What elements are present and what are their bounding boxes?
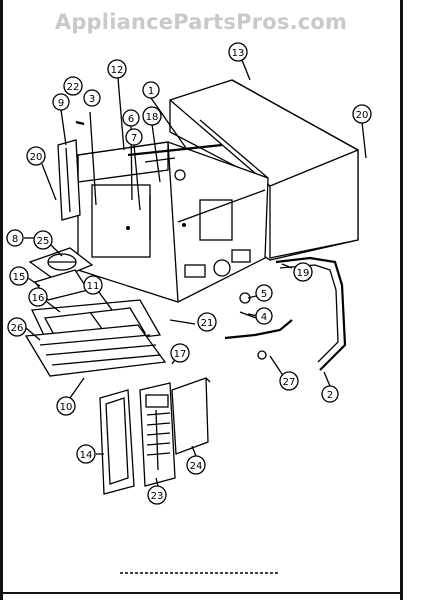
callout-20-left: 20: [30, 152, 43, 163]
callout-22: 22: [67, 82, 80, 93]
left-border: [0, 0, 3, 600]
callout-16: 16: [32, 293, 45, 304]
callout-2: 2: [327, 390, 333, 401]
callout-24: 24: [190, 461, 203, 472]
door-panel: [99, 389, 135, 495]
callout-11: 11: [87, 281, 100, 292]
callout-20-right: 20: [356, 110, 369, 121]
screw-3: [75, 120, 85, 126]
callout-26: 26: [11, 323, 24, 334]
callout-12: 12: [111, 65, 124, 76]
callout-14: 14: [80, 450, 93, 461]
bottom-border: [0, 592, 402, 594]
callout-3: 3: [89, 94, 95, 105]
callout-19: 19: [297, 268, 310, 279]
callout-21: 21: [201, 318, 214, 329]
callout-17: 17: [174, 349, 187, 360]
callout-15: 15: [13, 272, 26, 283]
callout-7: 7: [131, 133, 137, 144]
callout-18: 18: [146, 112, 159, 123]
right-border: [400, 0, 403, 600]
callout-10: 10: [60, 402, 73, 413]
cover-plate: [171, 377, 211, 455]
callout-9: 9: [58, 98, 64, 109]
callout-25: 25: [37, 236, 50, 247]
watermark-text: AppliancePartsPros.com: [54, 10, 348, 34]
callout-labels: 1 2 4 5 6 7 8 9 10 11 12 13 14: [6, 42, 372, 505]
side-panel: [57, 139, 81, 221]
callout-8: 8: [12, 234, 18, 245]
callout-5: 5: [261, 289, 267, 300]
power-cord: [224, 256, 347, 371]
fuse-4: [239, 311, 257, 319]
leader-lines: [24, 59, 367, 487]
outer-cabinet: [169, 79, 359, 261]
callout-23: 23: [151, 491, 164, 502]
oven-chassis: [77, 141, 269, 303]
base-plate: [24, 299, 167, 377]
callout-6: 6: [128, 114, 134, 125]
callout-4: 4: [261, 312, 267, 323]
callout-27: 27: [283, 377, 296, 388]
callout-13: 13: [232, 48, 245, 59]
control-panel: [139, 382, 176, 487]
callout-1: 1: [148, 86, 154, 97]
